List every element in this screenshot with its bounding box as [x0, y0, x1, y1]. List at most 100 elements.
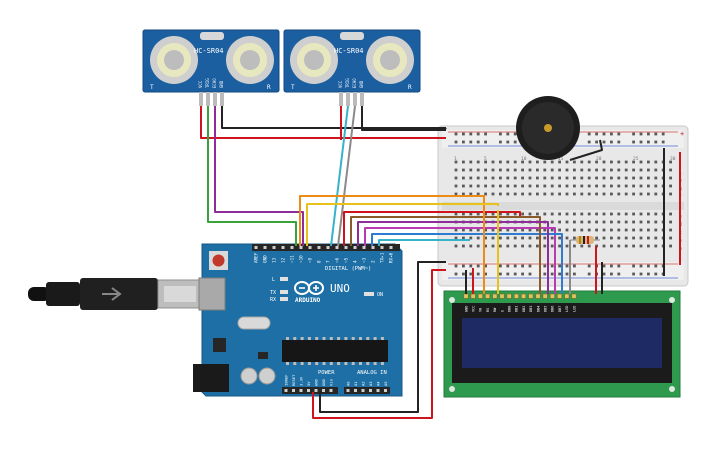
bb-hole — [506, 212, 510, 216]
bb-hole — [632, 220, 635, 224]
bb-hole — [647, 168, 650, 172]
bb-hole — [624, 220, 628, 224]
bb-rail-hole — [602, 264, 606, 268]
bb-hole — [484, 244, 487, 248]
bb-rail-hole — [602, 132, 606, 136]
bb-rail-hole — [476, 264, 480, 268]
bb-hole — [602, 192, 606, 196]
bb-rail-hole — [632, 140, 635, 144]
bb-rail-hole — [602, 272, 606, 276]
arduino-model: UNO — [330, 282, 350, 295]
bb-hole — [654, 220, 658, 224]
bb-hole — [573, 244, 576, 248]
bb-hole — [499, 192, 502, 196]
bb-hole — [476, 236, 480, 240]
bb-hole — [573, 176, 576, 180]
bb-hole — [654, 176, 658, 180]
bb-hole — [499, 228, 502, 232]
lcd-pin — [557, 293, 563, 299]
bb-hole — [484, 212, 487, 216]
bb-hole — [454, 168, 458, 172]
chip-leg — [322, 337, 326, 340]
bb-hole — [617, 176, 621, 180]
chip-leg — [344, 362, 348, 365]
bb-hole — [469, 236, 473, 240]
arduino-digital-pin — [254, 246, 258, 249]
bb-hole — [513, 192, 517, 196]
bb-hole — [669, 228, 672, 232]
bb-hole — [654, 168, 658, 172]
bb-hole — [536, 176, 539, 180]
arduino-digital-pin — [389, 246, 393, 249]
bb-hole — [669, 184, 672, 188]
lcd-pin — [521, 293, 527, 299]
wire-d13-orange — [299, 195, 485, 246]
chip-leg — [351, 362, 355, 365]
bb-rail-hole — [639, 132, 643, 136]
reset-button[interactable] — [212, 254, 225, 267]
bb-hole — [617, 184, 621, 188]
bb-hole — [521, 228, 524, 232]
bb-hole — [565, 228, 569, 232]
bb-hole — [521, 244, 524, 248]
wire-d2-cyan — [378, 239, 470, 246]
lcd-pin — [549, 293, 555, 299]
arduino-digital-pin — [362, 246, 366, 249]
wire-sensor1-echo — [214, 106, 304, 246]
lcd-pin — [463, 293, 469, 299]
bb-hole — [469, 192, 473, 196]
bb-hole — [558, 220, 561, 224]
chip-leg — [293, 337, 297, 340]
sensor-2-pin-label: VCC — [338, 80, 343, 88]
bb-hole — [476, 176, 480, 180]
arduino-power-pin-label: 5V — [306, 381, 311, 386]
bb-rail-hole — [484, 264, 487, 268]
bb-hole — [454, 236, 458, 240]
bb-rail-hole — [476, 272, 480, 276]
chip-leg — [373, 362, 377, 365]
bb-hole — [580, 220, 584, 224]
bb-hole — [513, 168, 517, 172]
bb-hole — [491, 184, 495, 188]
bb-hole — [558, 160, 561, 164]
arduino-digital-pin-label: 12 — [281, 257, 287, 263]
bb-rail-hole — [462, 132, 465, 136]
bb-hole — [484, 192, 487, 196]
arduino-digital-pin-label: AREF — [254, 252, 260, 263]
bb-hole — [521, 192, 524, 196]
bb-rail-hole — [595, 132, 598, 136]
lcd-pin — [542, 293, 548, 299]
chip-leg — [322, 362, 326, 365]
bb-hole — [484, 168, 487, 172]
bb-hole — [550, 228, 554, 232]
bb-rail-hole — [632, 272, 635, 276]
bb-hole — [580, 176, 584, 180]
bb-rail-hole — [661, 132, 665, 136]
bb-hole — [491, 228, 495, 232]
bb-hole — [558, 168, 561, 172]
chip-leg — [359, 362, 362, 365]
bb-rail-hole — [587, 272, 591, 276]
lcd-pin-label: DB6 — [551, 306, 555, 312]
bb-hole — [476, 228, 480, 232]
wires — [200, 105, 681, 419]
bb-hole — [669, 244, 672, 248]
bb-hole — [624, 168, 628, 172]
buzzer-icon — [516, 96, 580, 160]
wire-d3-blue — [371, 233, 563, 246]
bb-hole — [587, 244, 591, 248]
bb-hole — [602, 220, 606, 224]
arduino-digital-pin-label: ~11 — [290, 255, 296, 263]
arduino-on-label: ON — [377, 292, 383, 298]
sensor-1-corner-right: R — [267, 84, 271, 91]
arduino-digital-pin-label: 2 — [371, 260, 377, 263]
bb-hole — [580, 212, 584, 216]
bb-hole — [462, 212, 465, 216]
bb-rail-hole — [484, 272, 487, 276]
bb-hole — [595, 168, 598, 172]
bb-hole — [462, 176, 465, 180]
bb-hole — [521, 160, 524, 164]
arduino-digital-pin — [308, 246, 312, 249]
arduino-digital-pin-label: ~9 — [308, 257, 314, 263]
